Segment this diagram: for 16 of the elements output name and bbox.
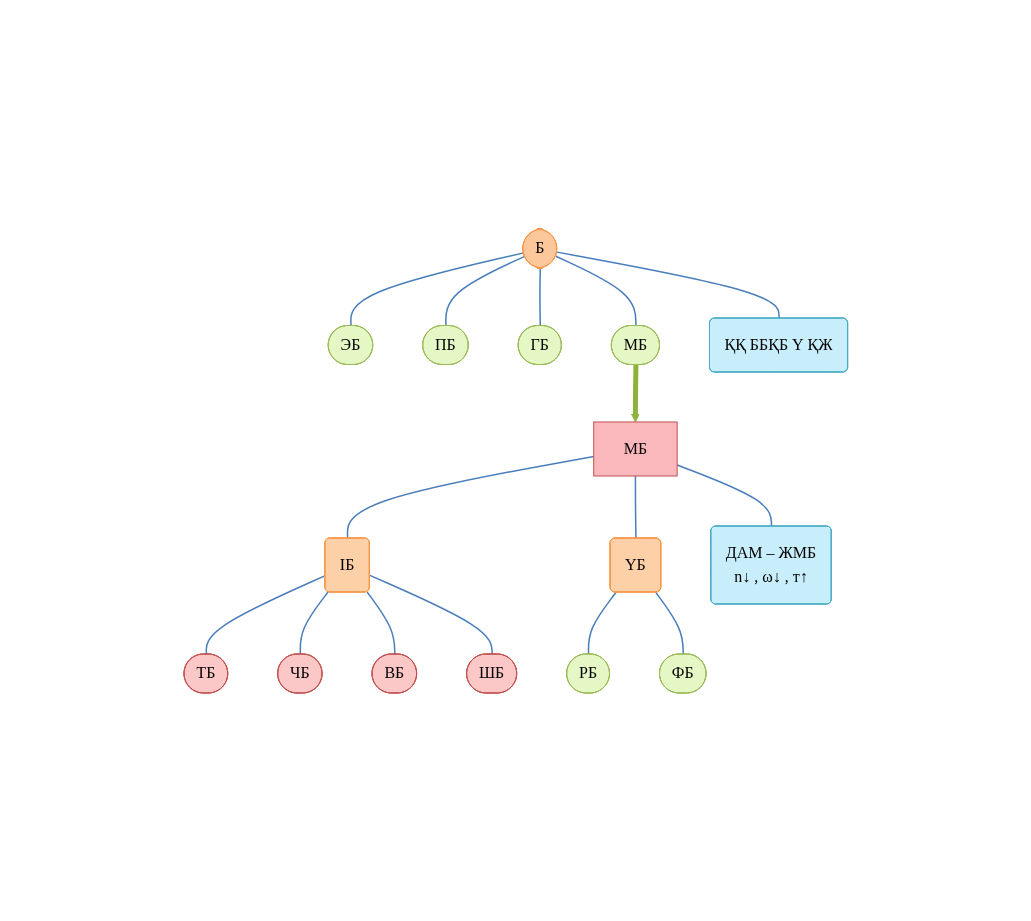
connector [676, 463, 772, 527]
node-box: МБ [592, 421, 678, 476]
connector [205, 574, 326, 655]
connector [368, 574, 493, 655]
connector [634, 474, 637, 539]
connector [555, 250, 780, 319]
connector [299, 590, 329, 655]
connector [444, 255, 526, 327]
connector [587, 591, 617, 655]
connector [554, 255, 637, 327]
connector [366, 590, 396, 655]
connector [654, 591, 684, 655]
arrow [630, 364, 640, 422]
connector [349, 251, 525, 327]
connector [346, 455, 595, 539]
connector [538, 267, 541, 327]
